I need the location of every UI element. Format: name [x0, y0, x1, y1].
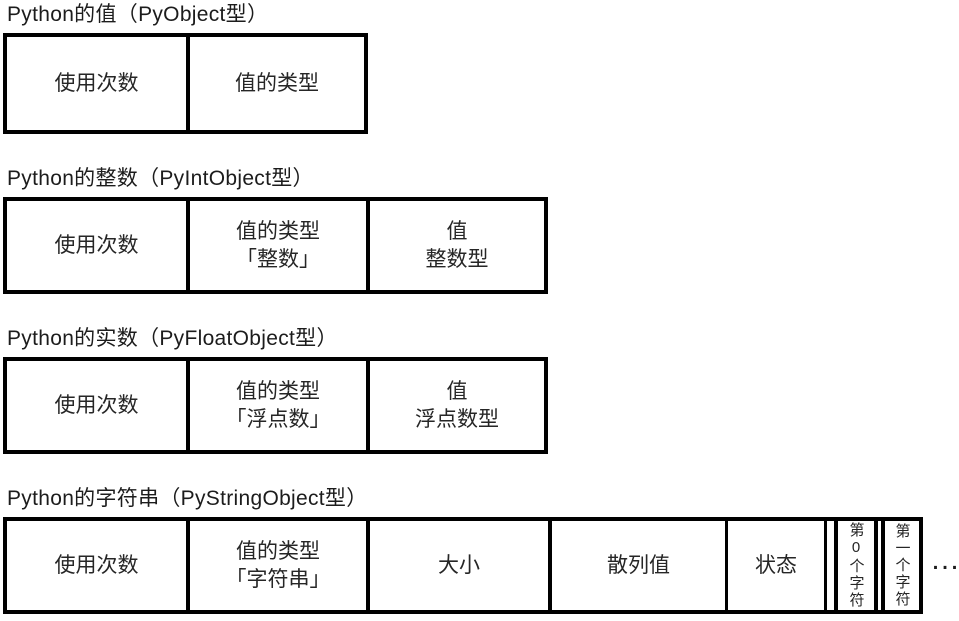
- cell-label: 值: [446, 379, 468, 403]
- struct-row-pyfloatobject: 使用次数 值的类型 「浮点数」 值 浮点数型: [3, 357, 548, 454]
- cell-char-0: 第0个字符: [834, 521, 878, 610]
- section-pyintobject: Python的整数（PyIntObject型） 使用次数 值的类型 「整数」 值…: [3, 166, 959, 294]
- cell-gap: [827, 521, 834, 610]
- cell-label: 第一个字符: [893, 523, 911, 608]
- cell-label: 「整数」: [236, 247, 320, 271]
- cell-label: 浮点数型: [415, 407, 499, 431]
- struct-row-pyobject: 使用次数 值的类型: [3, 33, 368, 134]
- section-title-pystringobject: Python的字符串（PyStringObject型）: [7, 487, 368, 510]
- cell-refcount: 使用次数: [7, 361, 190, 450]
- cell-value: 值 浮点数型: [370, 361, 544, 450]
- section-title-pyfloatobject: Python的实数（PyFloatObject型）: [7, 327, 338, 350]
- cell-refcount: 使用次数: [7, 201, 190, 290]
- cell-label: 第0个字符: [847, 522, 865, 609]
- struct-row-pystringobject: 使用次数 值的类型 「字符串」 大小 散列值 状态 第0个字符: [3, 517, 923, 614]
- cell-state: 状态: [728, 521, 827, 610]
- cell-label: 值的类型: [236, 379, 320, 403]
- cell-value-type: 值的类型 「整数」: [190, 201, 370, 290]
- cell-label: 值的类型: [235, 71, 319, 95]
- section-title-pyobject: Python的值（PyObject型）: [7, 3, 269, 26]
- cell-char-1: 第一个字符: [881, 521, 919, 610]
- struct-row-line: 使用次数 值的类型 「字符串」 大小 散列值 状态 第0个字符: [3, 517, 959, 614]
- cell-label: 整数型: [425, 247, 489, 271]
- cell-label: 使用次数: [54, 393, 139, 417]
- cell-value-type: 值的类型: [190, 37, 364, 130]
- section-pyfloatobject: Python的实数（PyFloatObject型） 使用次数 值的类型 「浮点数…: [3, 326, 959, 454]
- cell-value: 值 整数型: [370, 201, 544, 290]
- cell-label: 「字符串」: [225, 567, 331, 591]
- section-pystringobject: Python的字符串（PyStringObject型） 使用次数 值的类型 「字…: [3, 486, 959, 614]
- cell-label: 使用次数: [54, 71, 139, 95]
- cell-value-type: 值的类型 「浮点数」: [190, 361, 370, 450]
- struct-row-pyintobject: 使用次数 值的类型 「整数」 值 整数型: [3, 197, 548, 294]
- cell-size: 大小: [370, 521, 552, 610]
- cell-label: 值的类型: [236, 539, 320, 563]
- cell-label: 状态: [755, 553, 797, 577]
- cell-label: 值的类型: [236, 219, 320, 243]
- section-title-pyintobject: Python的整数（PyIntObject型）: [7, 167, 314, 190]
- cell-value-type: 值的类型 「字符串」: [190, 521, 370, 610]
- cell-refcount: 使用次数: [7, 37, 190, 130]
- cell-label: 使用次数: [54, 233, 139, 257]
- cell-label: 散列值: [607, 553, 670, 577]
- cell-label: 使用次数: [54, 553, 139, 577]
- section-pyobject: Python的值（PyObject型） 使用次数 值的类型: [3, 2, 959, 134]
- cell-label: 大小: [438, 553, 480, 577]
- cell-refcount: 使用次数: [7, 521, 190, 610]
- cell-hash-value: 散列值: [552, 521, 728, 610]
- cell-label: 值: [446, 219, 468, 243]
- cell-label: 「浮点数」: [225, 407, 331, 431]
